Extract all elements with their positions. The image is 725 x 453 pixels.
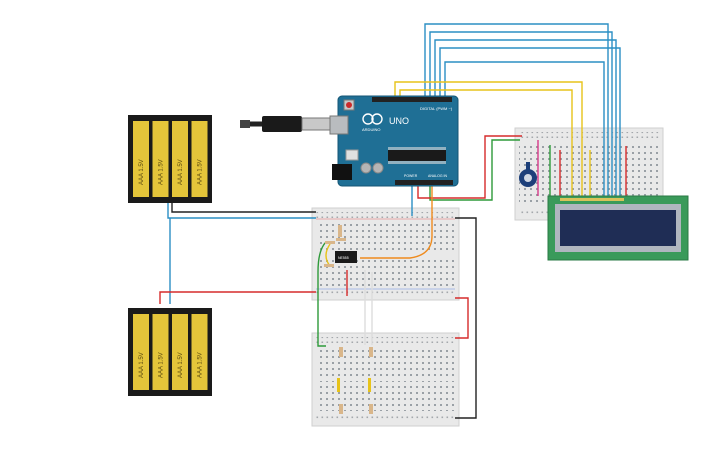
battery-pack-top[interactable]: AAA 1.5V AAA 1.5V AAA 1.5V AAA 1.5V [128, 115, 212, 203]
wire-blue-2 [429, 31, 613, 196]
battery-cell-label: AAA 1.5V [178, 352, 184, 378]
resistors [324, 225, 373, 414]
wire-yellow-1 [394, 81, 583, 196]
resistor-icon [324, 264, 334, 267]
wire-red-top [417, 135, 522, 199]
wire-orange [360, 186, 433, 259]
capacitor-icon [360, 162, 372, 174]
ic-555[interactable]: NE555 [335, 251, 357, 263]
resistor-icon [325, 241, 335, 244]
wire-blue-3 [434, 39, 617, 196]
ic-label: NE555 [338, 256, 349, 260]
power-jack[interactable] [332, 164, 352, 180]
battery-cell [133, 314, 149, 390]
battery-cell-label: AAA 1.5V [178, 159, 184, 185]
usb-port[interactable] [329, 115, 349, 135]
battery-pack-bottom[interactable]: AAA 1.5V AAA 1.5V AAA 1.5V AAA 1.5V [128, 308, 212, 396]
wire-blue-4 [439, 47, 621, 196]
resistor-icon [369, 347, 373, 357]
led-icon [368, 378, 371, 392]
battery-cell-label: AAA 1.5V [159, 159, 165, 185]
potentiometer[interactable] [519, 162, 537, 187]
digital-header-label: DIGITAL (PWM ~) [420, 106, 453, 111]
resistor-icon [336, 238, 346, 241]
lcd-display[interactable] [547, 195, 689, 261]
atmega-chip [388, 150, 446, 161]
battery-cell [172, 314, 188, 390]
battery-cell [191, 121, 208, 197]
resistor-icon [369, 404, 373, 414]
wire-blue-5 [444, 61, 605, 196]
battery-cell [191, 314, 208, 390]
led-icon [337, 378, 340, 392]
battery-cell [133, 121, 149, 197]
breadboard-main-top[interactable] [311, 207, 460, 301]
resistor-icon [339, 404, 343, 414]
wire-blue-1 [424, 23, 609, 196]
wire-green-left [317, 241, 327, 347]
battery-cell [152, 121, 169, 197]
battery-cell [152, 314, 169, 390]
resistor-icon [339, 347, 343, 357]
battery-cell-label: AAA 1.5V [139, 159, 145, 185]
wire-blue-bat-top [167, 198, 316, 219]
power-label: POWER [404, 174, 418, 178]
battery-cell-label: AAA 1.5V [139, 352, 145, 378]
breadboard-small[interactable] [514, 127, 664, 221]
battery-cell-label: AAA 1.5V [159, 352, 165, 378]
wire-black-right [455, 217, 477, 419]
resistor-icon [338, 225, 342, 237]
analog-label: ANALOG IN [428, 174, 448, 178]
arduino-uno[interactable]: DIGITAL (PWM ~) ARDUINO UNO POWER ANALOG… [329, 95, 459, 187]
wires [159, 23, 627, 419]
lcd-pin-header [560, 198, 624, 201]
wire-yellow-2 [399, 89, 573, 196]
usb-cable[interactable] [240, 116, 331, 132]
wire-red-bat [159, 291, 316, 304]
wire-red-right [455, 297, 469, 339]
wire-green-top [429, 139, 520, 201]
capacitor-icon [372, 162, 384, 174]
breadboard-main-bottom[interactable] [311, 332, 460, 427]
arduino-brand-label: ARDUINO [362, 127, 380, 132]
arduino-model-label: UNO [389, 116, 409, 126]
battery-cell-label: AAA 1.5V [198, 159, 204, 185]
battery-cell-label: AAA 1.5V [198, 352, 204, 378]
battery-cell [172, 121, 188, 197]
arduino-logo-icon [362, 113, 383, 125]
